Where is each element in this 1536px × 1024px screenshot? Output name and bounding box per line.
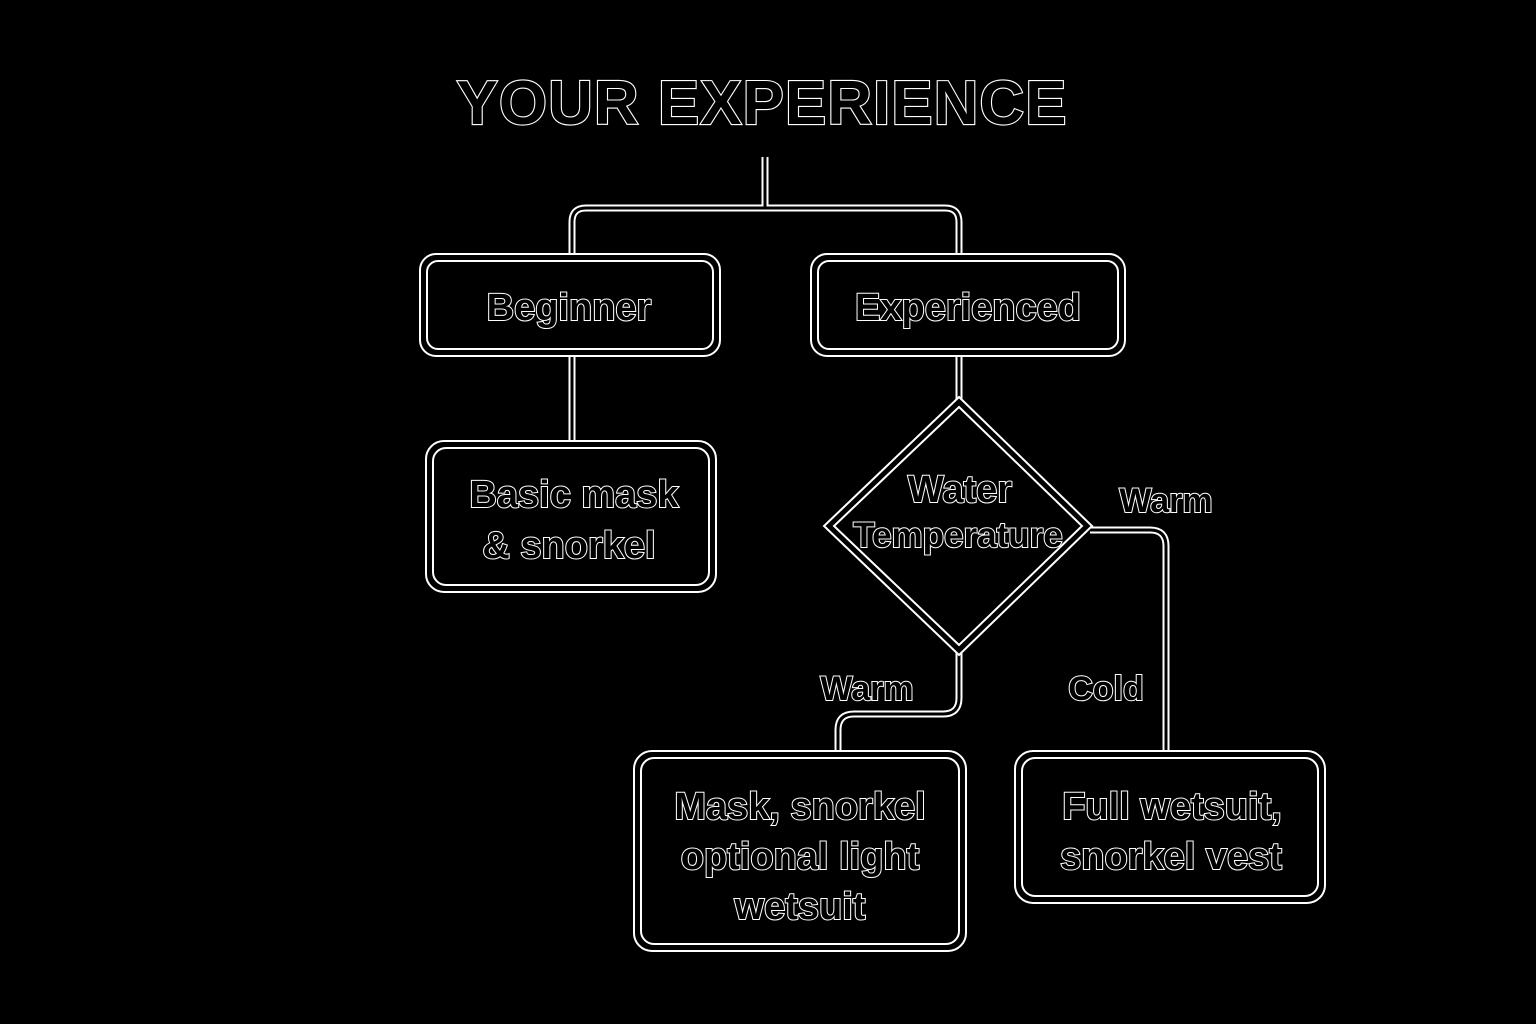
node-basic-gear-line-1: Basic mask	[469, 474, 679, 516]
connector-diamond-warm-inner	[836, 652, 961, 754]
edge-label-bottom-warm: Warm	[820, 670, 913, 708]
node-cold-gear-line-1: Full wetsuit,	[1062, 786, 1282, 828]
node-cold-gear: Full wetsuit, snorkel vest	[1014, 750, 1326, 904]
node-water-temperature-line-1: Water	[908, 469, 1012, 511]
node-water-temperature-line-2: Temperature	[853, 516, 1062, 555]
connector-diamond-cold	[1090, 526, 1170, 754]
node-experienced: Experienced	[810, 253, 1126, 357]
node-beginner: Beginner	[419, 253, 721, 357]
edge-label-right-warm: Warm	[1119, 482, 1212, 520]
node-warm-gear-line-1: Mask, snorkel	[674, 786, 925, 828]
node-warm-gear: Mask, snorkel optional light wetsuit	[633, 750, 967, 952]
node-warm-gear-line-2: optional light	[681, 836, 920, 878]
node-warm-gear-line-3: wetsuit	[734, 886, 866, 928]
node-beginner-label: Beginner	[487, 287, 652, 329]
connectors	[568, 157, 1170, 754]
diagram-title: YOUR EXPERIENCE	[456, 69, 1067, 138]
node-basic-gear-line-2: & snorkel	[482, 525, 655, 567]
node-cold-gear-line-2: snorkel vest	[1060, 836, 1282, 878]
connector-diamond-cold-inner	[1090, 528, 1168, 754]
node-experienced-label: Experienced	[855, 287, 1081, 329]
connector-title-split-inner	[570, 157, 961, 256]
edge-label-cold: Cold	[1068, 670, 1144, 708]
node-basic-gear: Basic mask & snorkel	[425, 440, 717, 593]
node-water-temperature: Water Temperature	[822, 395, 1094, 657]
